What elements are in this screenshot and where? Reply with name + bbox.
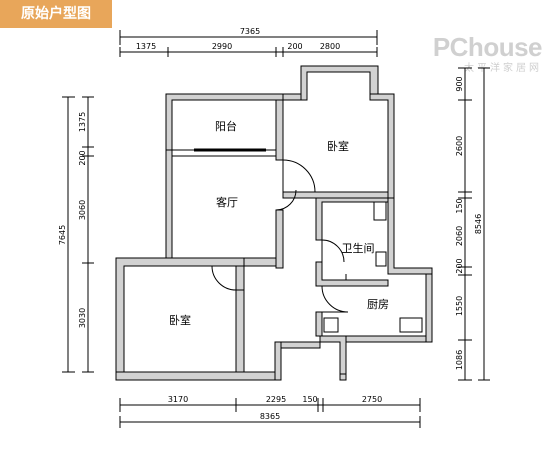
title-text: 原始户型图	[21, 6, 91, 22]
room-bedroom-top: 卧室	[327, 139, 349, 153]
dim-right-7: 1086	[455, 350, 464, 370]
walls	[115, 65, 433, 381]
dim-bottom-total: 8365	[260, 412, 280, 421]
dim-left-total: 7645	[58, 225, 67, 245]
dim-top-1: 1375	[136, 42, 156, 51]
dim-top-3: 200	[287, 42, 302, 51]
dim-left-3: 3060	[78, 200, 87, 220]
title-badge: 原始户型图	[0, 0, 112, 28]
room-kitchen: 厨房	[367, 298, 389, 311]
dim-left-4: 3030	[78, 308, 87, 328]
room-living: 客厅	[216, 195, 238, 209]
dim-bottom-4: 2750	[362, 395, 382, 404]
dim-right-4: 2060	[455, 226, 464, 246]
dim-left-2: 200	[78, 150, 87, 165]
room-balcony: 阳台	[215, 119, 237, 133]
dim-right-2: 2600	[455, 136, 464, 156]
brand-name: PChouse	[432, 32, 543, 62]
brand-logo: PChouse 太平洋家居网	[432, 32, 543, 74]
dim-top-4: 2800	[320, 42, 340, 51]
room-bathroom: 卫生间	[342, 241, 375, 255]
dim-top-2: 2990	[212, 42, 232, 51]
dim-bottom-1: 3170	[168, 395, 188, 404]
dim-right-total: 8546	[474, 214, 483, 234]
dim-bottom-2: 2295	[266, 395, 286, 404]
dim-right-1: 900	[455, 76, 464, 91]
room-bedroom-bottom: 卧室	[169, 313, 191, 327]
dim-right-3: 150	[455, 198, 464, 213]
brand-tagline: 太平洋家居网	[464, 63, 542, 74]
dim-top-total: 7365	[240, 27, 260, 36]
dim-left-1: 1375	[78, 112, 87, 132]
dim-right-6: 1550	[455, 296, 464, 316]
dim-bottom-3: 150	[302, 395, 317, 404]
dim-right-5: 200	[455, 258, 464, 273]
